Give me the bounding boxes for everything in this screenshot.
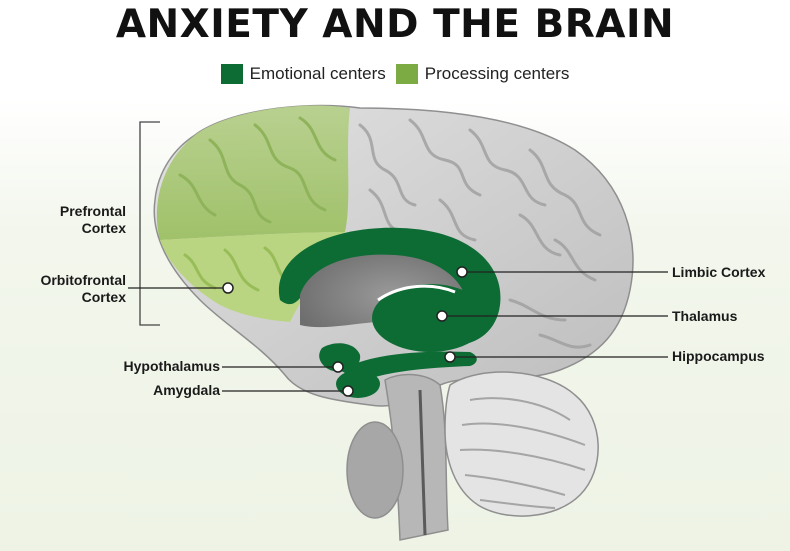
label-hypothalamus: Hypothalamus — [90, 358, 220, 375]
amygdala-region — [336, 370, 380, 398]
cerebellum — [445, 372, 598, 516]
label-prefrontal-line2: Cortex — [30, 220, 126, 237]
label-orbitofrontal-line1: Orbitofrontal — [6, 272, 126, 289]
label-prefrontal-line1: Prefrontal — [30, 203, 126, 220]
pons — [347, 422, 403, 518]
label-hippocampus: Hippocampus — [672, 348, 765, 365]
label-prefrontal-cortex: Prefrontal Cortex — [30, 203, 126, 237]
label-thalamus: Thalamus — [672, 308, 737, 325]
label-orbitofrontal-line2: Cortex — [6, 289, 126, 306]
label-orbitofrontal-cortex: Orbitofrontal Cortex — [6, 272, 126, 306]
label-limbic-cortex: Limbic Cortex — [672, 264, 765, 281]
prefrontal-cortex-region — [157, 106, 350, 240]
label-amygdala: Amygdala — [90, 382, 220, 399]
